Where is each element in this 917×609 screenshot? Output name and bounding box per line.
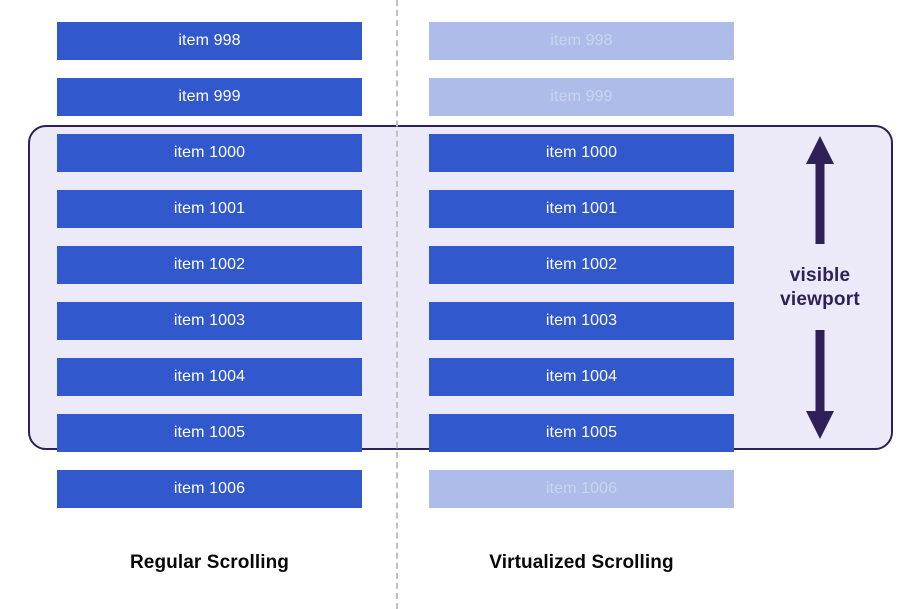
list-item: item 999 [429,78,734,116]
list-item: item 1003 [57,302,362,340]
viewport-annotation: visible viewport [745,130,895,445]
list-item: item 998 [57,22,362,60]
list-item: item 1000 [429,134,734,172]
list-item: item 998 [429,22,734,60]
list-item: item 1001 [429,190,734,228]
list-item: item 1006 [57,470,362,508]
list-item: item 1002 [429,246,734,284]
list-item: item 1006 [429,470,734,508]
double-arrow-icon [806,136,834,439]
list-item: item 1000 [57,134,362,172]
column-divider [396,0,398,609]
list-item: item 999 [57,78,362,116]
caption-virtualized-scrolling: Virtualized Scrolling [489,552,674,573]
list-item: item 1003 [429,302,734,340]
list-item: item 1002 [57,246,362,284]
list-item: item 1004 [429,358,734,396]
list-item: item 1005 [57,414,362,452]
list-item: item 1001 [57,190,362,228]
list-item: item 1005 [429,414,734,452]
caption-regular-scrolling: Regular Scrolling [129,552,289,573]
list-item: item 1004 [57,358,362,396]
viewport-label: visible viewport [780,264,860,310]
